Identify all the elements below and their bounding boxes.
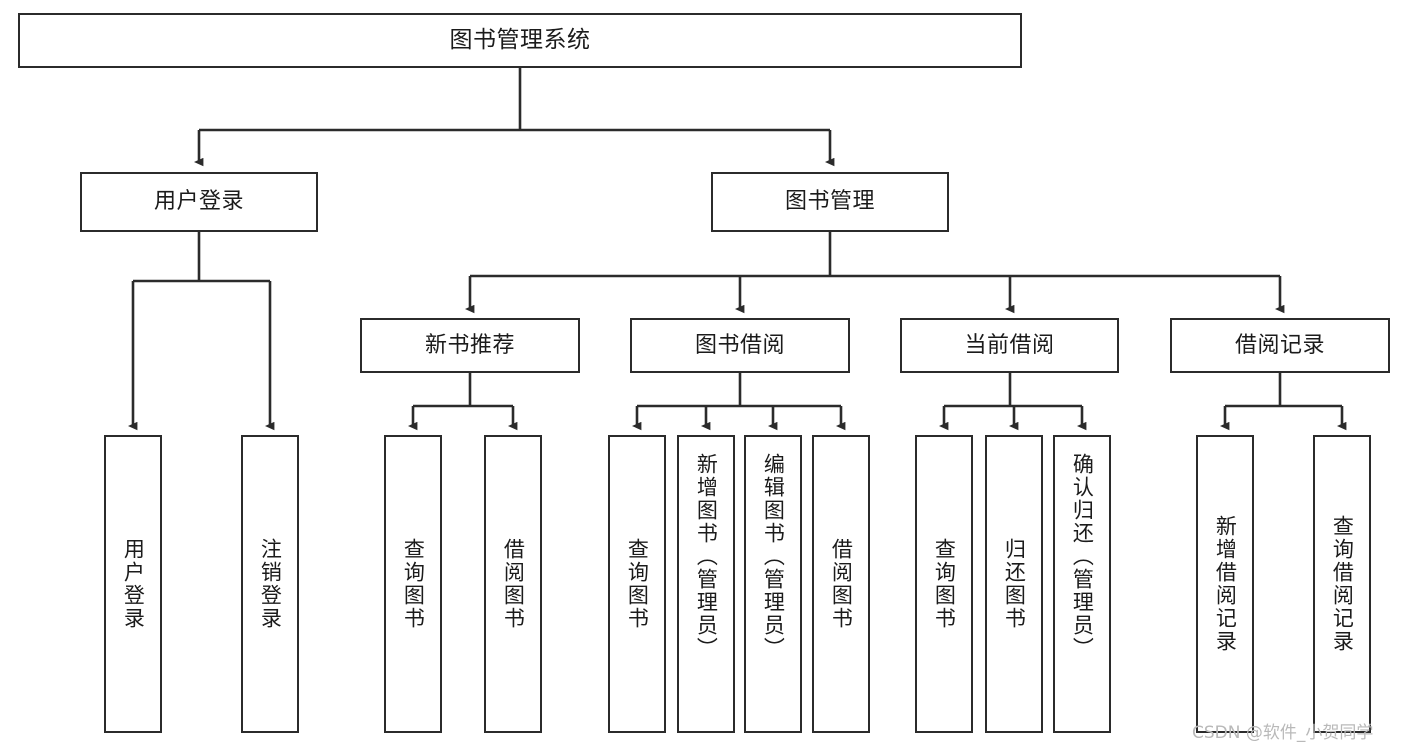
- node-level3-1-label: 图书借阅: [694, 332, 785, 358]
- node-level3-1[interactable]: 图书借阅: [630, 318, 850, 373]
- node-leaf-12-label: 查询借阅记录: [1330, 515, 1355, 653]
- node-level3-3[interactable]: 借阅记录: [1170, 318, 1390, 373]
- node-leaf-2-label: 查询图书: [401, 538, 426, 630]
- node-leaf-8[interactable]: 查询图书: [915, 435, 973, 733]
- node-leaf-5[interactable]: 新增图书（管理员）: [677, 435, 735, 733]
- node-leaf-6-label: 编辑图书（管理员）: [761, 453, 786, 660]
- node-leaf-1[interactable]: 注销登录: [241, 435, 299, 733]
- node-leaf-12[interactable]: 查询借阅记录: [1313, 435, 1371, 733]
- node-leaf-10[interactable]: 确认归还（管理员）: [1053, 435, 1111, 733]
- node-root-label: 图书管理系统: [449, 27, 591, 53]
- node-leaf-3[interactable]: 借阅图书: [484, 435, 542, 733]
- node-leaf-3-label: 借阅图书: [501, 538, 526, 630]
- node-level2-1[interactable]: 图书管理: [711, 172, 949, 232]
- node-leaf-11-label: 新增借阅记录: [1213, 515, 1238, 653]
- node-leaf-7-label: 借阅图书: [829, 538, 854, 630]
- node-leaf-0-label: 用户登录: [121, 538, 146, 630]
- node-leaf-2[interactable]: 查询图书: [384, 435, 442, 733]
- node-level2-0-label: 用户登录: [153, 189, 244, 214]
- watermark: CSDN @软件_小贺同学: [1192, 723, 1374, 743]
- node-root[interactable]: 图书管理系统: [18, 13, 1022, 68]
- node-leaf-1-label: 注销登录: [258, 538, 283, 630]
- node-level3-3-label: 借阅记录: [1234, 332, 1325, 358]
- node-leaf-9[interactable]: 归还图书: [985, 435, 1043, 733]
- node-leaf-10-label: 确认归还（管理员）: [1070, 453, 1095, 660]
- node-level3-0[interactable]: 新书推荐: [360, 318, 580, 373]
- node-leaf-4-label: 查询图书: [625, 538, 650, 630]
- node-leaf-6[interactable]: 编辑图书（管理员）: [744, 435, 802, 733]
- node-leaf-8-label: 查询图书: [932, 538, 957, 630]
- node-level3-0-label: 新书推荐: [424, 332, 515, 358]
- node-level3-2-label: 当前借阅: [964, 332, 1055, 358]
- node-leaf-4[interactable]: 查询图书: [608, 435, 666, 733]
- node-level2-1-label: 图书管理: [784, 189, 875, 214]
- node-level3-2[interactable]: 当前借阅: [900, 318, 1119, 373]
- node-leaf-7[interactable]: 借阅图书: [812, 435, 870, 733]
- node-leaf-9-label: 归还图书: [1002, 538, 1027, 630]
- node-leaf-5-label: 新增图书（管理员）: [694, 453, 719, 660]
- node-leaf-11[interactable]: 新增借阅记录: [1196, 435, 1254, 733]
- node-leaf-0[interactable]: 用户登录: [104, 435, 162, 733]
- node-level2-0[interactable]: 用户登录: [80, 172, 318, 232]
